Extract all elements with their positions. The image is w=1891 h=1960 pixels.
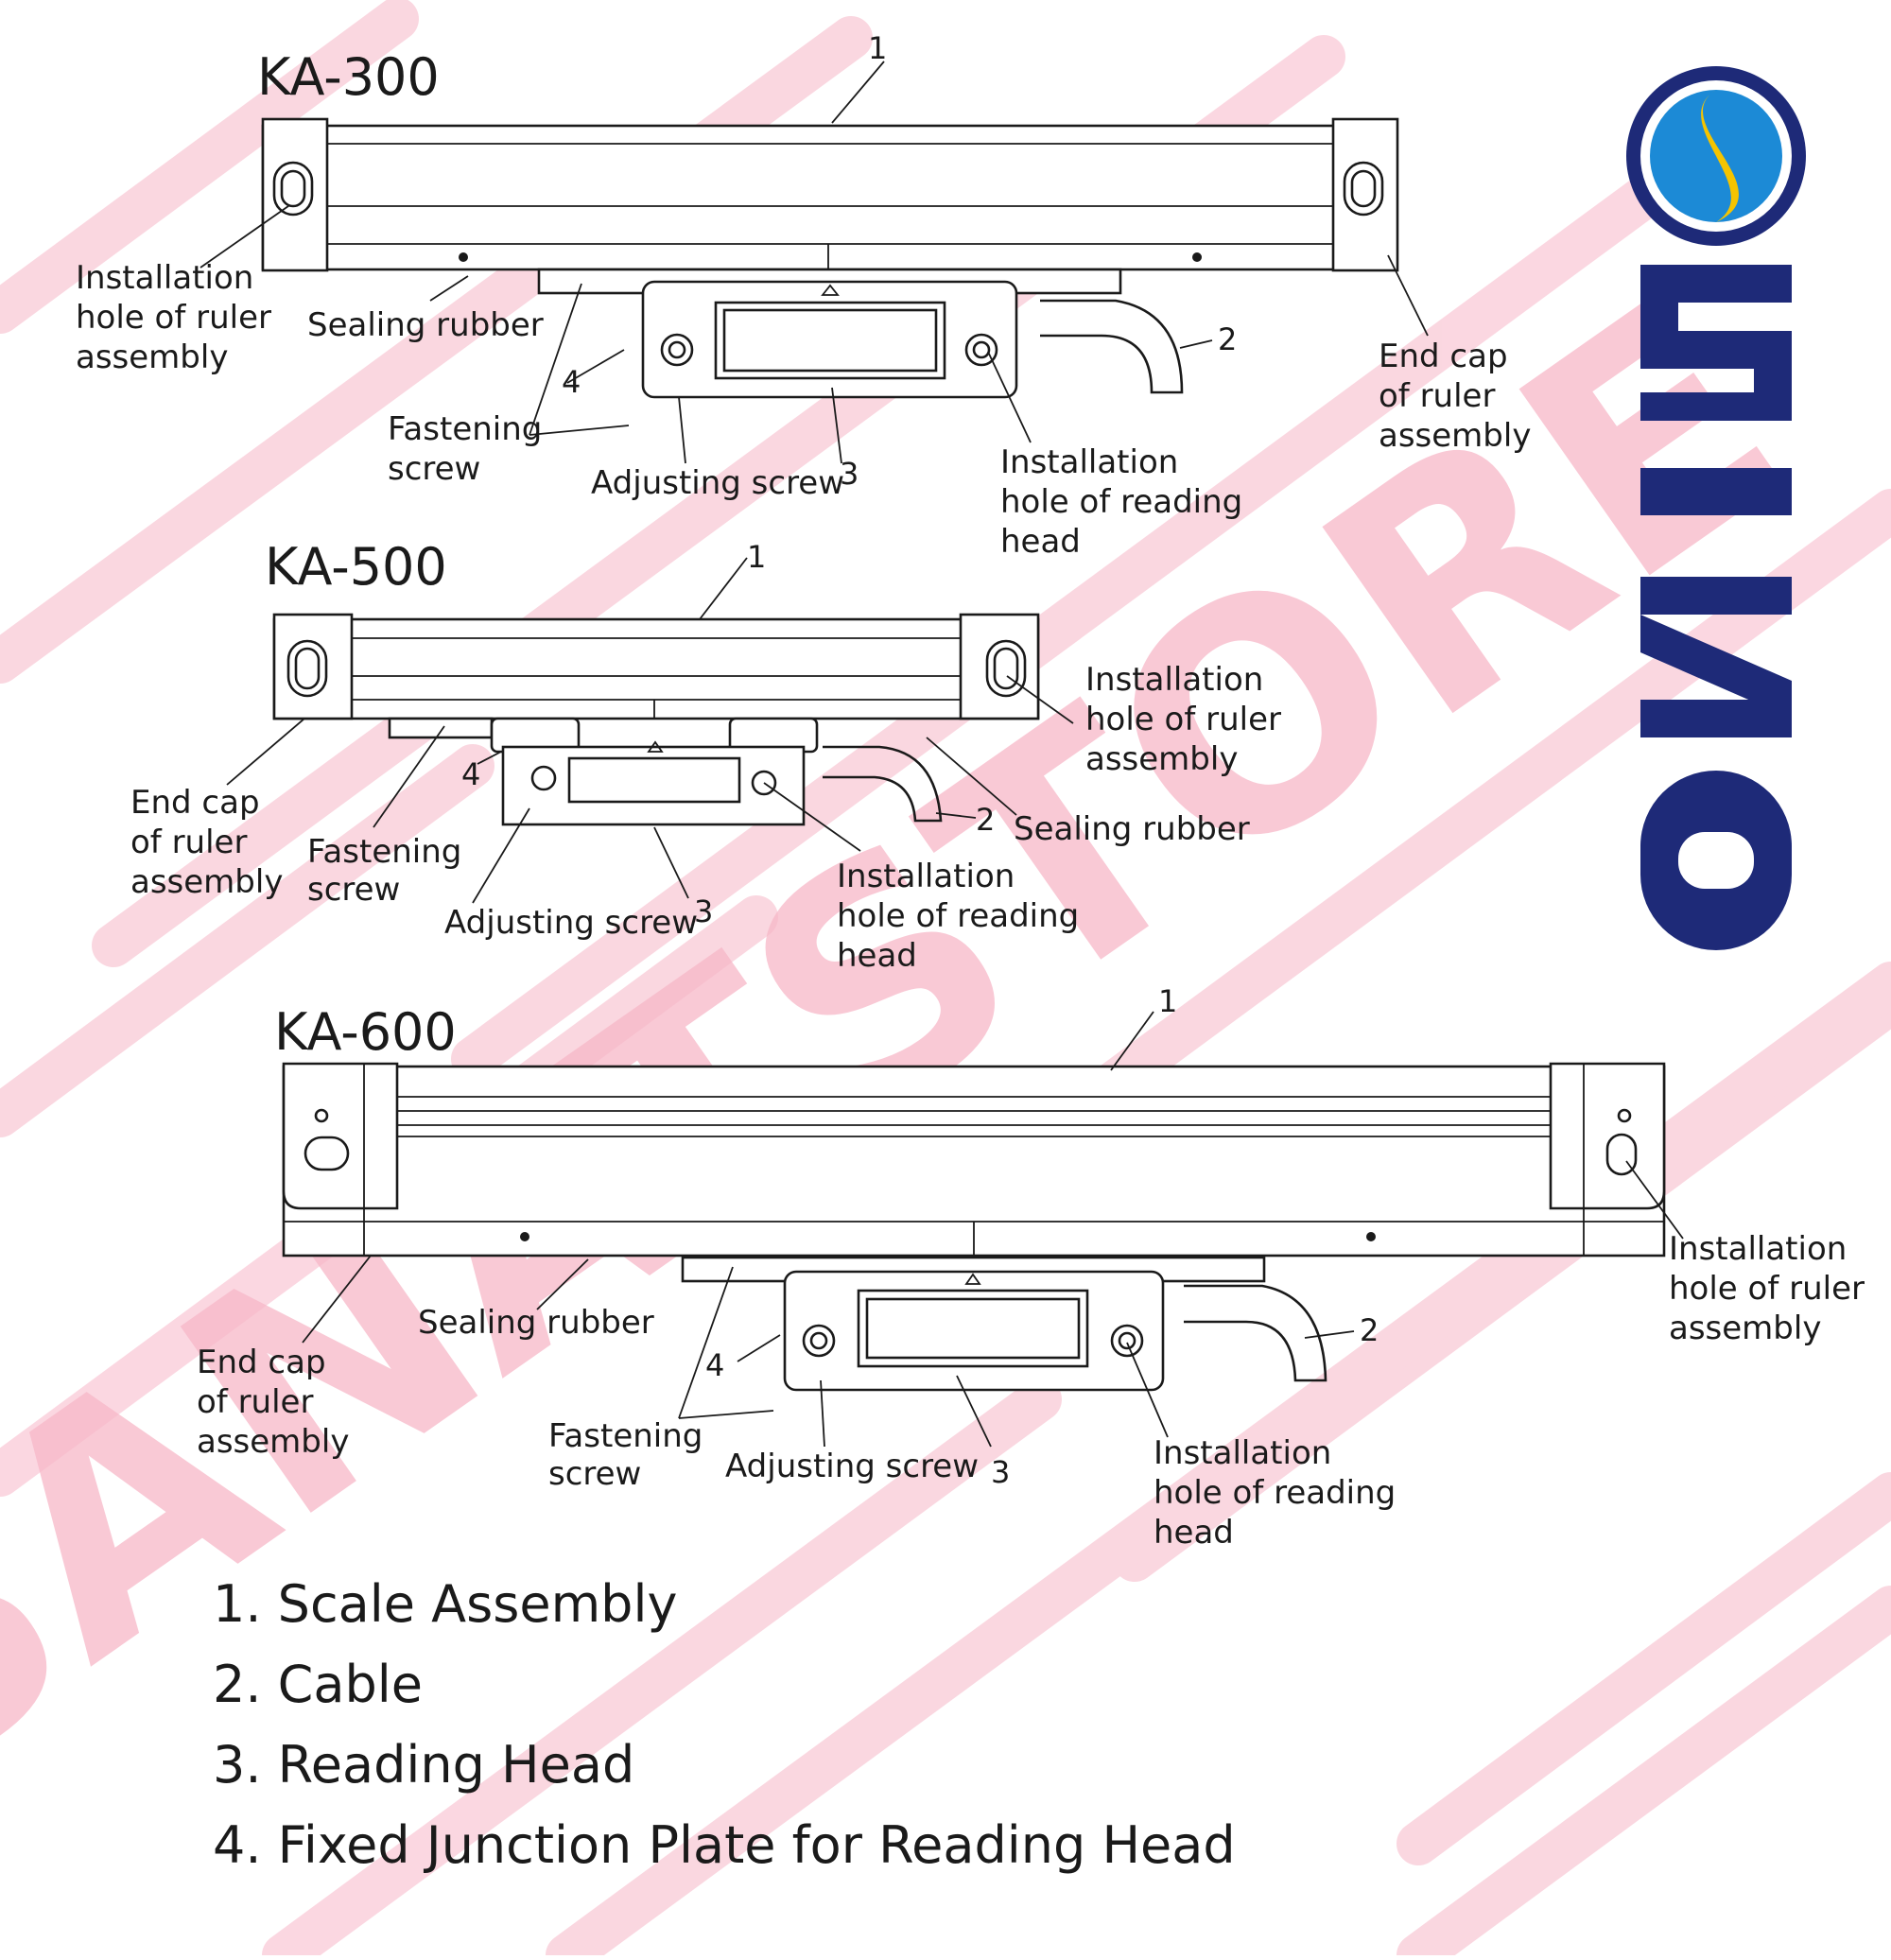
svg-text:2: 2 (1360, 1312, 1379, 1348)
svg-text:screw: screw (388, 450, 480, 488)
cable (1184, 1284, 1327, 1382)
svg-text:1: 1 (747, 539, 766, 575)
label-fastening-screw: Fastening screw (388, 410, 542, 488)
svg-text:assembly: assembly (130, 863, 283, 901)
diagram-title: KA-300 (257, 47, 440, 107)
svg-text:3: 3 (694, 893, 713, 929)
svg-text:hole of reading: hole of reading (1000, 483, 1242, 521)
svg-text:2: 2 (1218, 321, 1237, 357)
svg-text:3: 3 (991, 1454, 1010, 1490)
svg-text:assembly: assembly (1669, 1310, 1821, 1347)
leader-lines (226, 557, 1074, 904)
label-fastening-screw: Fastening screw (307, 833, 461, 909)
legend-item: 4. Fixed Junction Plate for Reading Head (213, 1815, 1236, 1875)
svg-text:Installation: Installation (837, 858, 1015, 895)
end-cap (261, 117, 1399, 272)
cable (1040, 299, 1184, 394)
svg-text:Installation: Installation (1000, 443, 1178, 481)
svg-text:4: 4 (705, 1347, 724, 1383)
end-cap (282, 1062, 1666, 1256)
leader-lines (200, 61, 1429, 464)
scale-assembly (261, 124, 1397, 271)
svg-text:1: 1 (1158, 983, 1177, 1019)
svg-text:2: 2 (976, 802, 995, 838)
label-sealing-rubber: Sealing rubber (418, 1304, 654, 1342)
svg-text:hole of reading: hole of reading (837, 897, 1079, 935)
svg-text:4: 4 (461, 756, 480, 792)
reading-head (388, 717, 819, 826)
legend-item: 2. Cable (213, 1655, 423, 1714)
svg-text:of ruler: of ruler (130, 824, 247, 861)
diagram-ka-500: KA-500 (130, 537, 1281, 975)
svg-text:End cap: End cap (197, 1344, 326, 1381)
label-end-cap: End cap of ruler assembly (1379, 338, 1531, 455)
svg-text:Installation: Installation (1154, 1434, 1331, 1472)
label-sealing-rubber: Sealing rubber (1014, 810, 1250, 848)
reading-head (537, 268, 1122, 399)
svg-text:3: 3 (840, 456, 859, 492)
leader-lines (302, 1011, 1684, 1448)
label-adjusting-screw: Adjusting screw (725, 1448, 979, 1485)
label-install-head: Installation hole of reading head (1154, 1434, 1396, 1552)
diagram-ka-300: KA-300 (76, 30, 1531, 561)
diagram-ka-600: KA-600 (197, 983, 1865, 1552)
svg-text:hole of ruler: hole of ruler (76, 299, 271, 337)
svg-text:Fastening: Fastening (548, 1417, 703, 1455)
label-install-ruler: Installation hole of ruler assembly (1085, 661, 1281, 778)
label-install-head: Installation hole of reading head (1000, 443, 1242, 561)
svg-text:Fastening: Fastening (388, 410, 542, 448)
svg-text:assembly: assembly (1085, 740, 1238, 778)
cable (823, 745, 943, 823)
diagram-title: KA-600 (274, 1002, 457, 1062)
legend-item: 3. Reading Head (213, 1735, 634, 1795)
svg-text:hole of ruler: hole of ruler (1085, 701, 1281, 738)
label-sealing-rubber: Sealing rubber (307, 306, 544, 344)
svg-text:1: 1 (868, 30, 887, 66)
diagram-title: KA-500 (265, 537, 447, 597)
svg-text:4: 4 (562, 364, 581, 400)
reading-head (681, 1256, 1266, 1392)
scale-assembly (272, 617, 1040, 720)
svg-text:Installation: Installation (76, 259, 253, 297)
svg-text:head: head (1000, 523, 1081, 561)
svg-text:head: head (1154, 1514, 1234, 1552)
svg-text:screw: screw (307, 871, 400, 909)
label-adjusting-screw: Adjusting screw (591, 464, 844, 502)
label-install-ruler: Installation hole of ruler assembly (76, 259, 271, 376)
svg-text:Installation: Installation (1669, 1230, 1847, 1268)
svg-text:screw: screw (548, 1455, 641, 1493)
svg-text:Installation: Installation (1085, 661, 1263, 699)
svg-text:Fastening: Fastening (307, 833, 461, 871)
svg-text:hole of ruler: hole of ruler (1669, 1270, 1865, 1308)
label-end-cap: End cap of ruler assembly (130, 784, 283, 901)
svg-text:End cap: End cap (1379, 338, 1508, 375)
label-end-cap: End cap of ruler assembly (197, 1344, 349, 1461)
label-fastening-screw: Fastening screw (548, 1417, 703, 1493)
label-install-head: Installation hole of reading head (837, 858, 1079, 975)
legend-item: 1. Scale Assembly (213, 1574, 677, 1634)
svg-text:assembly: assembly (1379, 417, 1531, 455)
scale-assembly (282, 1065, 1666, 1258)
svg-text:assembly: assembly (76, 338, 228, 376)
brand-logo (1626, 66, 1806, 950)
svg-text:hole of reading: hole of reading (1154, 1474, 1396, 1512)
end-cap (272, 613, 1040, 720)
svg-text:End cap: End cap (130, 784, 260, 822)
svg-text:assembly: assembly (197, 1423, 349, 1461)
svg-text:of ruler: of ruler (197, 1383, 313, 1421)
parts-legend: 1. Scale Assembly 2. Cable 3. Reading He… (213, 1574, 1236, 1875)
svg-text:head: head (837, 937, 917, 975)
svg-text:of ruler: of ruler (1379, 377, 1495, 415)
label-install-ruler: Installation hole of ruler assembly (1669, 1230, 1865, 1347)
label-adjusting-screw: Adjusting screw (444, 904, 698, 942)
